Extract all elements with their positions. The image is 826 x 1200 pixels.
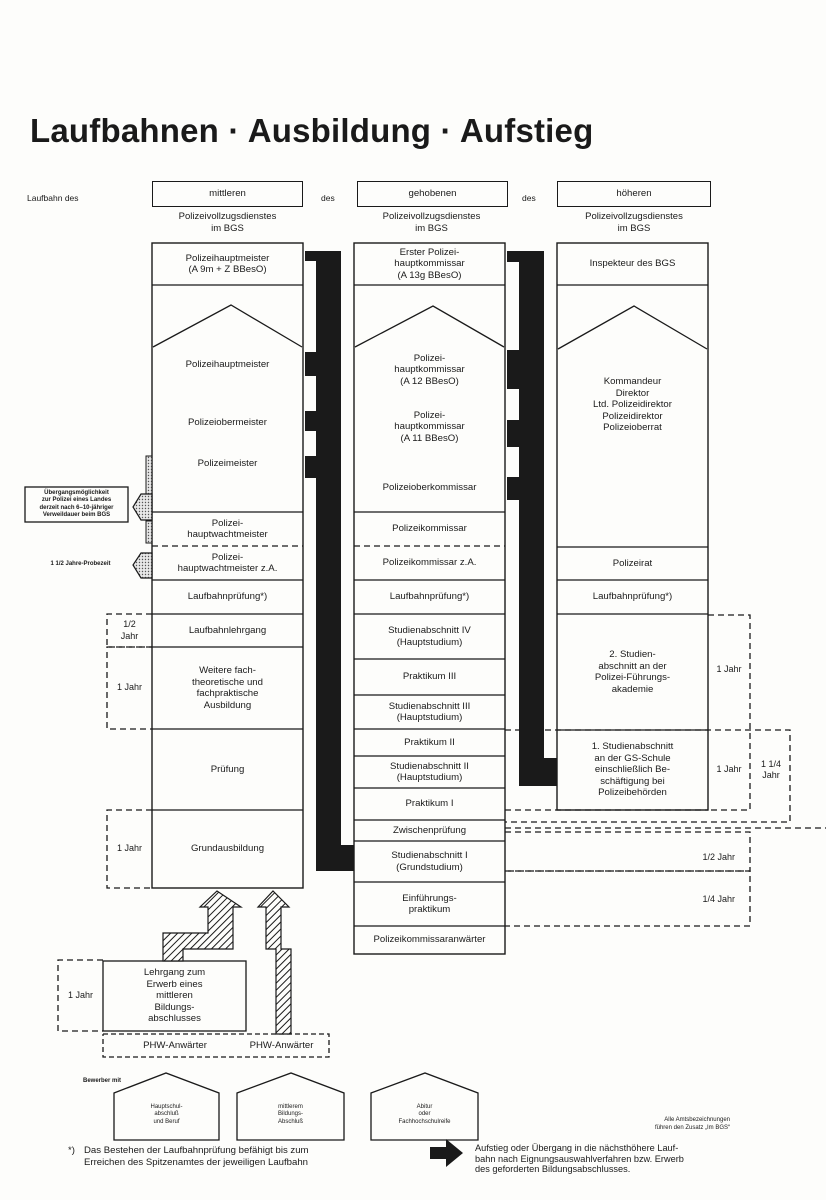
- sub-gehobenen: Polizeivollzugsdienstes im BGS: [382, 211, 481, 234]
- mittlerer-grundausbildung: Grundausbildung: [190, 843, 265, 855]
- footnote-text: Das Bestehen der Laufbahnprüfung befähig…: [84, 1145, 309, 1168]
- duration-1-year-b: 1 Jahr: [116, 843, 142, 854]
- hoeherer-top: Inspekteur des BGS: [589, 258, 676, 270]
- gehobener-kommissar: Polizeikommissar: [392, 523, 467, 535]
- duration-half-year: 1/2 Jahr: [120, 619, 139, 641]
- mittlerer-hauptwachtmeister: Polizei- hauptwachtmeister: [187, 517, 268, 541]
- amtsbezeichnungen-note: Alle Amtsbezeichnungen führen den Zusatz…: [654, 1117, 730, 1131]
- gehobener-rank-a11: Polizei- hauptkommissar (A 11 BBesO): [394, 409, 465, 444]
- mittlerer-laufbahnpruefung: Laufbahnprüfung*): [187, 591, 268, 603]
- gehobener-stage: Studienabschnitt II (Hauptstudium): [390, 760, 469, 784]
- roof-mittlerer: [152, 304, 303, 348]
- mittlerer-rank-3: Polizeimeister: [197, 458, 258, 470]
- gehobener-stage: Praktikum II: [404, 736, 455, 748]
- gehobener-stage: Polizeikommissaranwärter: [373, 934, 486, 946]
- duration-quarter-year: 1/4 Jahr: [702, 894, 735, 905]
- gehobener-laufbahnpruefung: Laufbahnprüfung*): [389, 591, 470, 603]
- hoeherer-ranks: Kommandeur Direktor Ltd. Polizeidirektor…: [593, 376, 672, 434]
- legend-arrow-icon: [430, 1139, 463, 1167]
- duration-1-year-hoeher-b: 1 Jahr: [716, 764, 742, 775]
- gehobener-rank-a12: Polizei- hauptkommissar (A 12 BBesO): [394, 352, 465, 387]
- header-hoeheren: höheren: [557, 181, 711, 207]
- bewerber-label: Bewerber mit: [83, 1078, 122, 1084]
- column-hoeherer-frame: [556, 242, 709, 811]
- gehobener-stage: Praktikum I: [405, 798, 454, 810]
- gehobener-kommissar-za: Polizeikommissar z.A.: [382, 557, 477, 569]
- mittlerer-laufbahnlehrgang: Laufbahnlehrgang: [188, 624, 267, 636]
- hoeherer-laufbahnpruefung: Laufbahnprüfung*): [592, 591, 673, 603]
- roof-gehobener: [354, 305, 505, 348]
- phw-anwaerter-1: PHW-Anwärter: [143, 1040, 207, 1052]
- bewerber-abitur: Abitur oder Fachhochschulreife: [398, 1103, 451, 1125]
- mittlerer-pruefung: Prüfung: [210, 763, 245, 775]
- mittlerer-rank-2: Polizeiobermeister: [188, 417, 267, 429]
- duration-1-year-a: 1 Jahr: [116, 682, 142, 693]
- uebergang-arrow: [132, 493, 153, 521]
- gehobener-stage: Studienabschnitt III (Hauptstudium): [388, 700, 471, 724]
- mittlerer-rank-1: Polizeihauptmeister: [185, 359, 270, 371]
- lehrgang-erwerb: Lehrgang zum Erwerb eines mittleren Bild…: [143, 967, 206, 1025]
- house-mittlerer: [236, 1072, 345, 1141]
- gehobener-stage: Studienabschnitt IV (Hauptstudium): [388, 625, 471, 648]
- bewerber-hauptschule: Hauptschul- abschluß und Beruf: [150, 1103, 183, 1125]
- hoeherer-polizeirat: Polizeirat: [612, 557, 653, 569]
- gehobener-stage: Einführungs- praktikum: [402, 892, 457, 916]
- sub-mittleren: Polizeivollzugsdienstes im BGS: [178, 211, 277, 234]
- footnote-mark: *): [68, 1145, 75, 1156]
- probezeit-arrow: [132, 552, 153, 579]
- gehobener-stage: Praktikum III: [402, 671, 457, 683]
- hatched-arrow-right: [256, 890, 292, 1035]
- duration-lehrgang: 1 Jahr: [67, 990, 93, 1001]
- mittlerer-weitere-ausbildung: Weitere fach- theoretische und fachprakt…: [192, 665, 263, 711]
- aufstieg-connector-1: [305, 251, 354, 871]
- hoeherer-studien-1: 1. Studienabschnitt an der GS-Schule ein…: [591, 741, 674, 799]
- hoeherer-studien-2: 2. Studien- abschnitt an der Polizei-Füh…: [594, 649, 671, 695]
- header-mittleren: mittleren: [152, 181, 303, 207]
- mittlerer-hauptwachtmeister-za: Polizei- hauptwachtmeister z.A.: [177, 551, 278, 575]
- arrow-legend-text: Aufstieg oder Übergang in die nächsthöhe…: [475, 1143, 684, 1174]
- des-label-1: des: [321, 193, 335, 203]
- sub-hoeheren: Polizeivollzugsdienstes im BGS: [585, 211, 683, 234]
- gehobener-top: Erster Polizei- hauptkommissar (A 13g BB…: [394, 246, 465, 281]
- column-gehobener-frame: [353, 242, 506, 955]
- duration-1-year-hoeher-a: 1 Jahr: [716, 664, 742, 675]
- hatched-arrow-left: [162, 890, 243, 962]
- page-title: Laufbahnen · Ausbildung · Aufstieg: [30, 112, 594, 149]
- des-label-2: des: [522, 193, 536, 203]
- roof-hoeherer: [557, 305, 708, 350]
- gehobener-oberkommissar: Polizeioberkommissar: [382, 482, 477, 494]
- house-abitur: [370, 1072, 479, 1141]
- aufstieg-connector-2: [507, 251, 557, 786]
- gehobener-stage: Zwischenprüfung: [392, 824, 467, 836]
- house-hauptschule: [113, 1072, 220, 1141]
- probezeit-note: 1 1/2 Jahre-Probezeit: [50, 561, 111, 568]
- mittlerer-top: Polizeihauptmeister (A 9m + Z BBesO): [185, 252, 270, 276]
- laufbahn-des-label: Laufbahn des: [27, 193, 79, 203]
- bewerber-mittlerer: mittlerem Bildungs- Abschluß: [277, 1103, 303, 1125]
- phw-anwaerter-2: PHW-Anwärter: [249, 1040, 314, 1052]
- header-gehobenen: gehobenen: [357, 181, 508, 207]
- duration-total-hoeher: 1 1/4 Jahr: [760, 758, 782, 781]
- duration-half-year-gehoben: 1/2 Jahr: [702, 852, 735, 863]
- uebergang-note: Übergangsmöglichkeit zur Polizei eines L…: [39, 489, 114, 519]
- gehobener-stage: Studienabschnitt I (Grundstudium): [391, 850, 468, 873]
